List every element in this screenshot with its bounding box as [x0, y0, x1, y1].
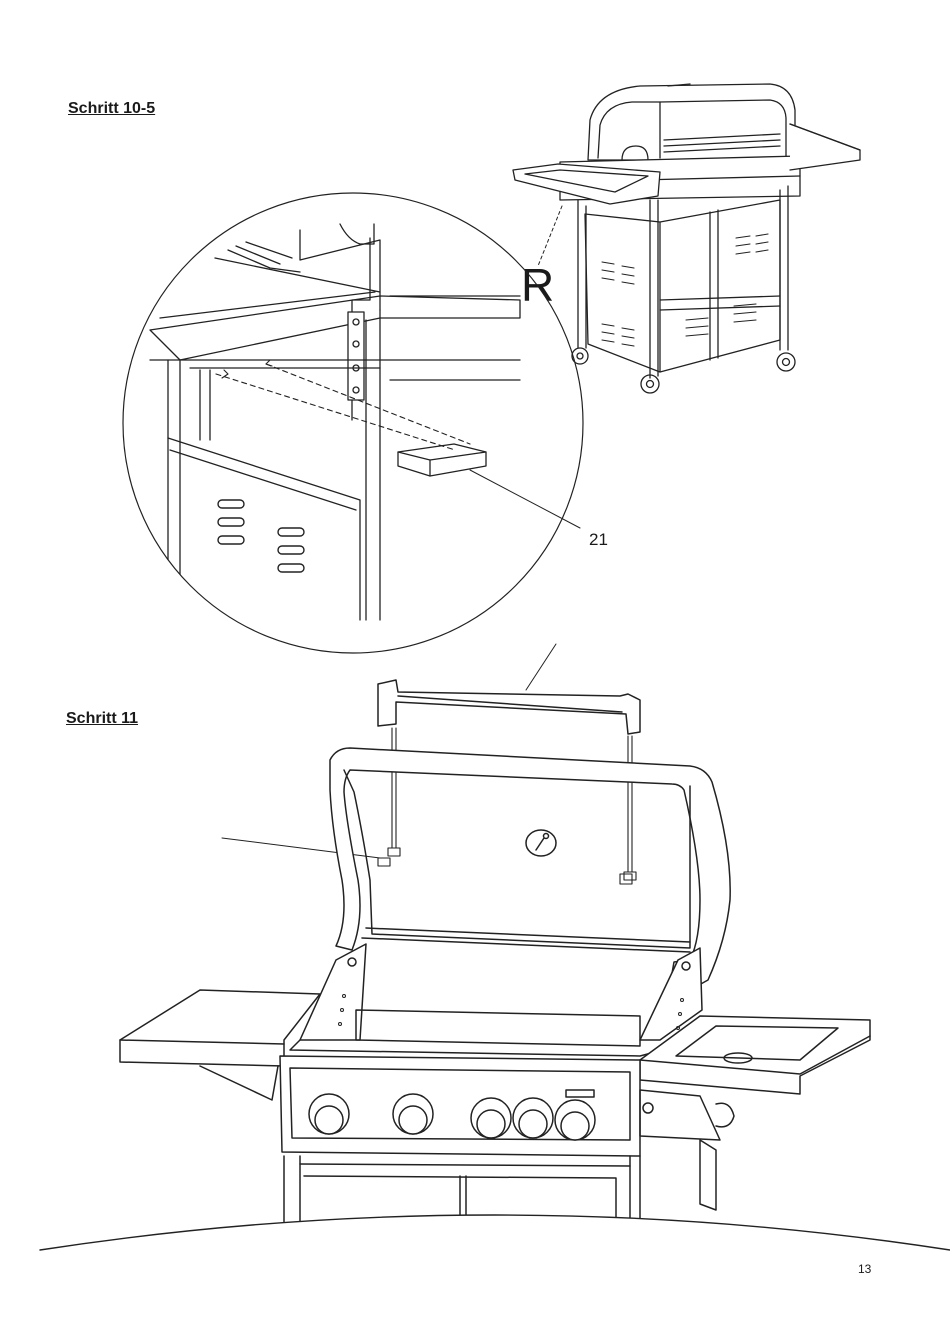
page-number: 13	[858, 1262, 871, 1276]
